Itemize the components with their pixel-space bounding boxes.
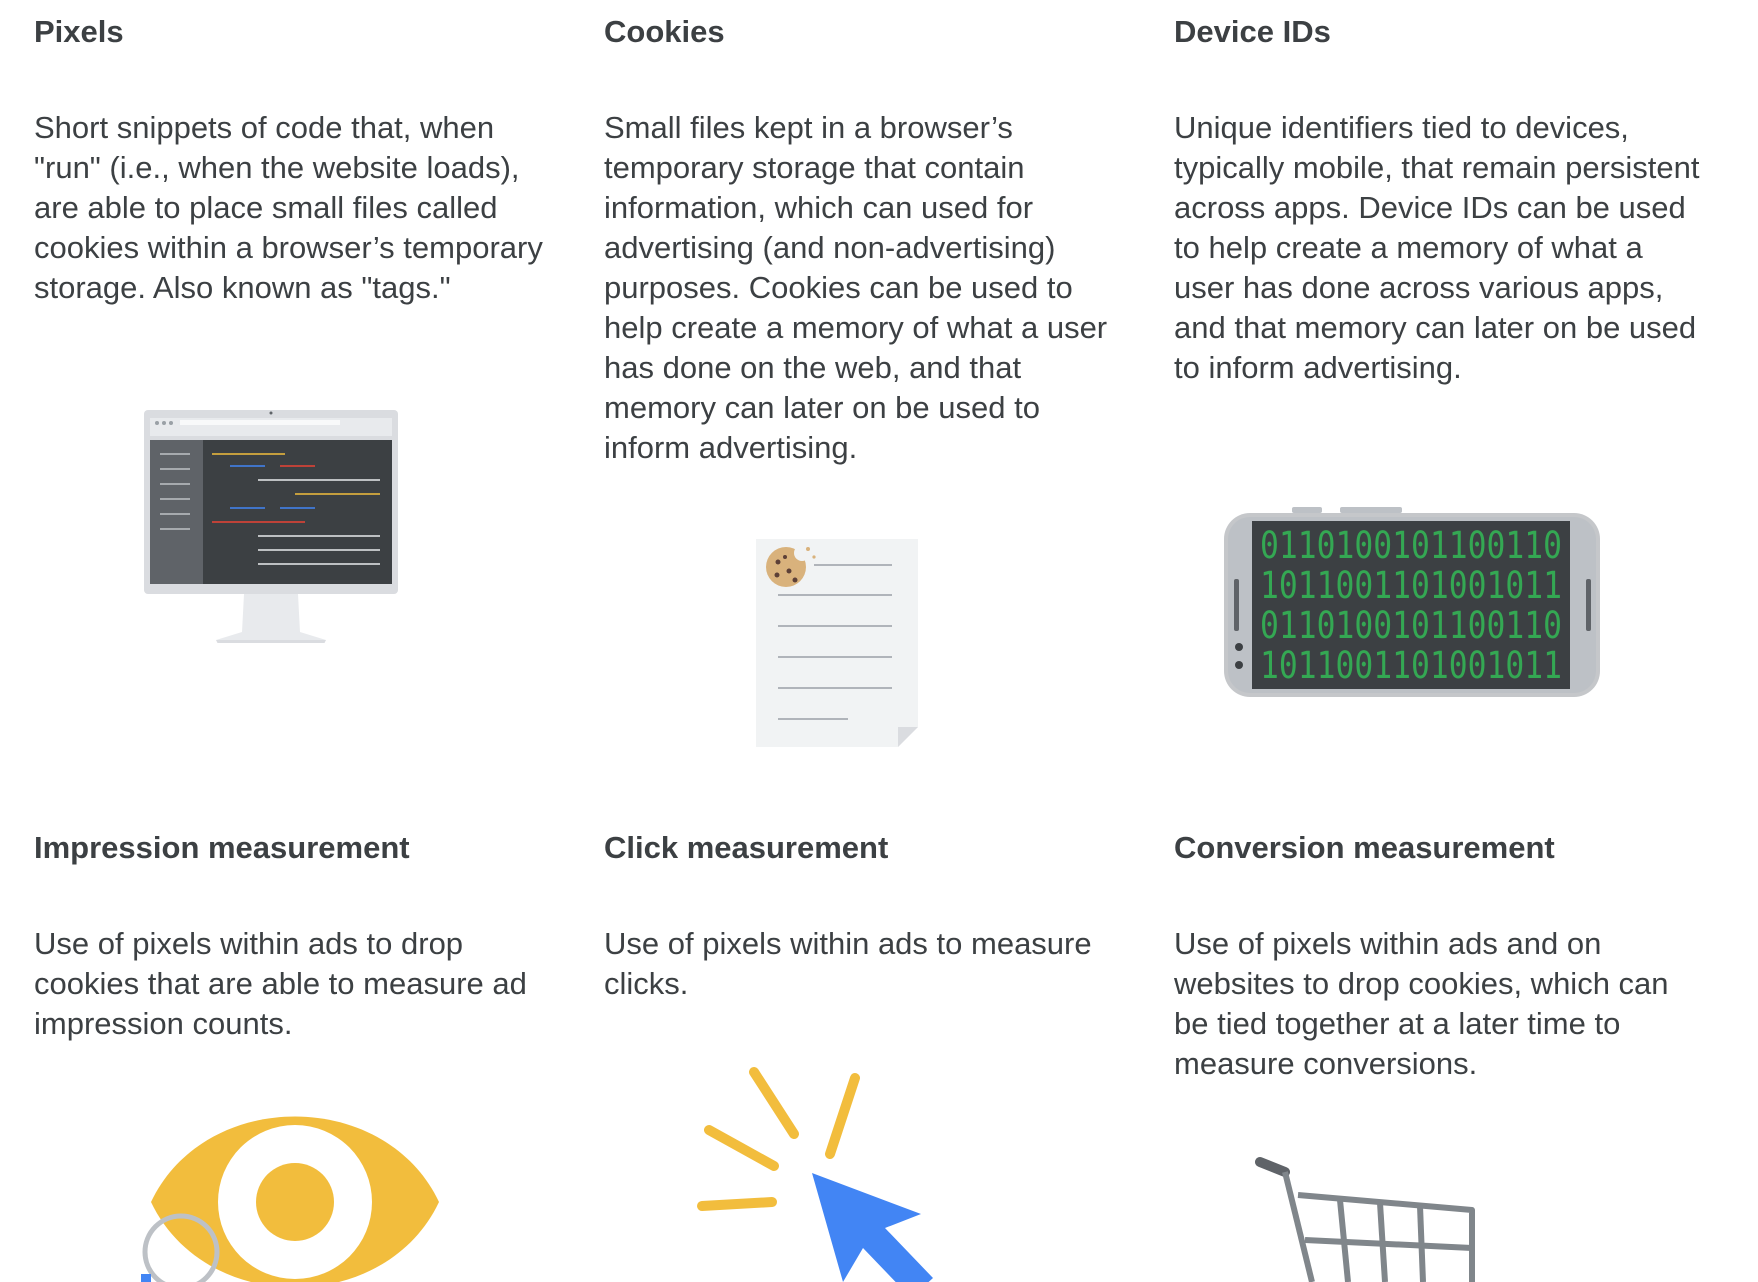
cookie-document-icon — [756, 539, 918, 747]
card-title: Conversion measurement — [1174, 830, 1555, 865]
eye-icon — [141, 1116, 439, 1282]
card-title: Device IDs — [1174, 14, 1331, 49]
binary-row: 1011001101001011 — [1260, 644, 1562, 687]
card-description: Short snippets of code that, when "run" … — [34, 110, 543, 305]
binary-row: 0110100101100110 — [1260, 604, 1562, 647]
shopping-cart-icon — [1255, 1157, 1475, 1282]
card-title: Click measurement — [604, 830, 889, 865]
binary-row: 1011001101001011 — [1260, 564, 1562, 607]
card-description: Small files kept in a browser’s temporar… — [604, 110, 1108, 465]
binary-row: 0110100101100110 — [1260, 524, 1562, 567]
card-description: Use of pixels within ads and on websites… — [1174, 926, 1669, 1081]
card-description: Use of pixels within ads to drop cookies… — [34, 926, 527, 1041]
card-description: Unique identifiers tied to devices, typi… — [1174, 110, 1700, 385]
card-title: Cookies — [604, 14, 725, 49]
card-description: Use of pixels within ads to measure clic… — [604, 926, 1092, 1001]
card-title: Pixels — [34, 14, 124, 49]
card-title: Impression measurement — [34, 830, 410, 865]
cursor-click-icon — [697, 1067, 933, 1282]
monitor-code-icon — [144, 410, 398, 643]
phone-binary-icon: 0110100101100110 1011001101001011 011010… — [1224, 507, 1600, 697]
